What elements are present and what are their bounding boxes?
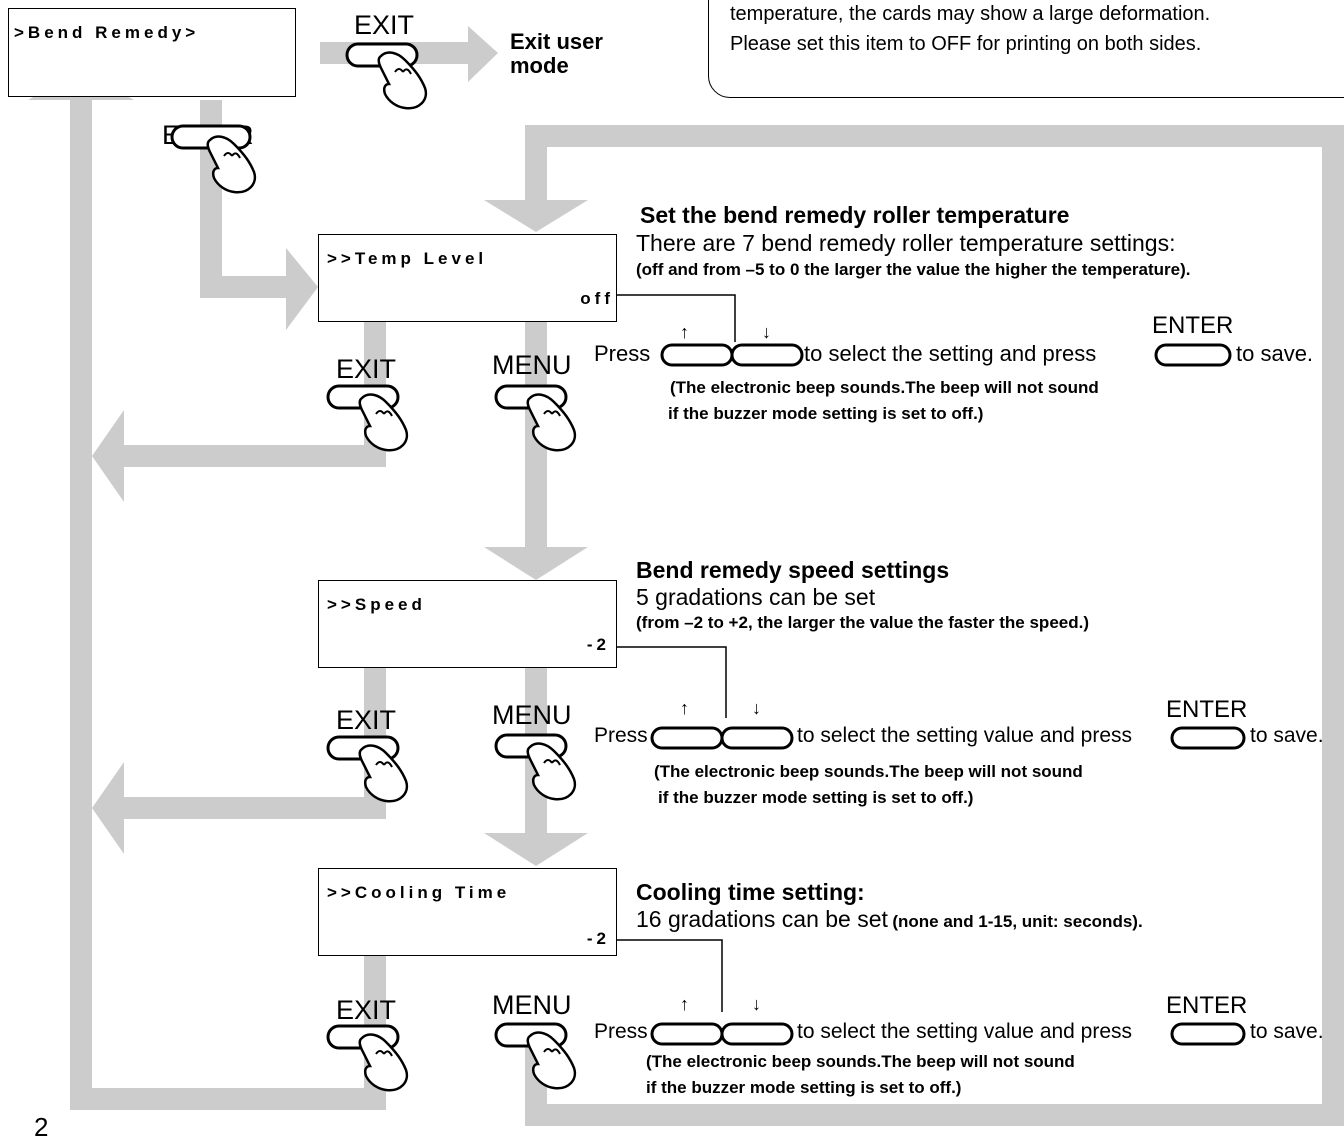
exit-button[interactable] [345,42,455,112]
press-text: Press [594,724,648,747]
enter-right-line [200,276,292,298]
section-description: 16 gradations can be set [636,906,888,932]
display-speed: >>Speed -2 [318,580,617,668]
select-text: to select the setting value and press [797,1020,1133,1043]
enter-label: ENTER [1152,312,1234,339]
down-arrow-icon: ↓ [752,698,761,718]
loop-bottom-line [525,1104,1344,1126]
display-cooling-time: >>Cooling Time -2 [318,868,617,956]
display-value: -2 [586,929,610,948]
display-title: >>Speed [327,595,426,614]
note-line-2: if the buzzer mode setting is set to off… [668,404,984,423]
section-description-line: 16 gradations can be set (none and 1-15,… [636,906,1143,933]
exit-button[interactable] [326,735,436,805]
section-heading: Set the bend remedy roller temperature [640,202,1070,228]
enter-button[interactable] [1154,341,1234,369]
menu-button-label: MENU [492,990,572,1020]
select-text: to select the setting value and press [797,724,1133,747]
note-line-1: (The electronic beep sounds.The beep wil… [654,762,1083,781]
section-description-detail: (off and from –5 to 0 the larger the val… [636,260,1191,279]
bottom-return-line [70,1088,386,1110]
display-temp-level: >>Temp Level off [318,234,617,322]
note-line-2: if the buzzer mode setting is set to off… [646,1078,962,1097]
down-arrow-icon: ↓ [762,322,771,342]
exit1-arrow-head [92,410,124,502]
display-title: >>Cooling Time [327,883,511,902]
select-text: to select the setting and press [804,341,1097,366]
display-value: -2 [586,635,610,654]
enter-button[interactable] [1170,724,1250,752]
enter-label: ENTER [1166,992,1248,1019]
loop-top-line [525,125,1344,147]
save-text: to save. [1236,341,1314,366]
loop-right-line [1322,125,1344,1126]
exit2-arrow-head [92,762,124,854]
info-line-2: Please set this item to OFF for printing… [730,33,1202,55]
display-title: >>Temp Level [327,249,488,268]
enter-label: ENTER [1166,696,1248,723]
connector-cooling-time [616,939,723,1012]
section-description: There are 7 bend remedy roller temperatu… [636,230,1176,256]
exit-button-label: EXIT [336,995,397,1025]
display-value: off [580,289,614,308]
section-description-detail: (from –2 to +2, the larger the value the… [636,613,1089,632]
menu-button[interactable] [494,1022,604,1092]
exit-top-arrow-head [468,26,498,82]
menu-button[interactable] [494,733,604,803]
section-description-detail: (none and 1-15, unit: seconds). [892,912,1143,931]
save-text: to save. [1250,1020,1324,1043]
up-arrow-icon: ↑ [680,322,689,342]
press-text: Press [594,1020,648,1043]
display-title: >Bend Remedy> [14,23,200,42]
connector-temp-level [616,294,736,342]
menu-button-label: MENU [492,350,572,380]
left-return-line [70,100,92,1110]
up-down-buttons[interactable] [650,1020,795,1048]
exit-button-label: EXIT [336,705,397,735]
exit1-left-line [120,445,386,467]
note-line-1: (The electronic beep sounds.The beep wil… [646,1052,1075,1071]
section-heading: Cooling time setting: [636,879,865,905]
menu-button[interactable] [494,384,604,454]
menu2-arrow-head [484,833,588,866]
info-line-1: temperature, the cards may show a large … [730,3,1211,25]
section-heading: Bend remedy speed settings [636,557,950,583]
up-arrow-icon: ↑ [680,994,689,1014]
exit-button[interactable] [326,384,436,454]
up-down-buttons[interactable] [650,724,795,752]
page-number: 2 [34,1112,49,1142]
up-arrow-icon: ↑ [680,698,689,718]
menu-button-label: MENU [492,700,572,730]
enter-button[interactable] [170,124,280,214]
connector-speed [616,646,727,718]
enter-button[interactable] [1170,1020,1250,1048]
exit2-left-line [120,797,386,819]
exit-button-label: EXIT [354,10,415,40]
save-text: to save. [1250,724,1324,747]
menu1-arrow-head [484,547,588,580]
display-bend-remedy: >Bend Remedy> [8,8,296,97]
exit-button[interactable] [326,1024,436,1094]
up-down-buttons[interactable] [660,341,805,369]
down-arrow-icon: ↓ [752,994,761,1014]
note-line-1: (The electronic beep sounds.The beep wil… [670,378,1099,397]
loop-down-line [525,125,547,205]
section-description: 5 gradations can be set [636,584,876,610]
enter-arrow-head [286,248,318,330]
loop-arrow-head [484,200,588,232]
press-text: Press [594,341,651,366]
exit-destination-label: Exit user mode [510,29,603,79]
note-line-2: if the buzzer mode setting is set to off… [658,788,974,807]
info-box [708,0,1344,98]
exit-button-label: EXIT [336,354,397,384]
